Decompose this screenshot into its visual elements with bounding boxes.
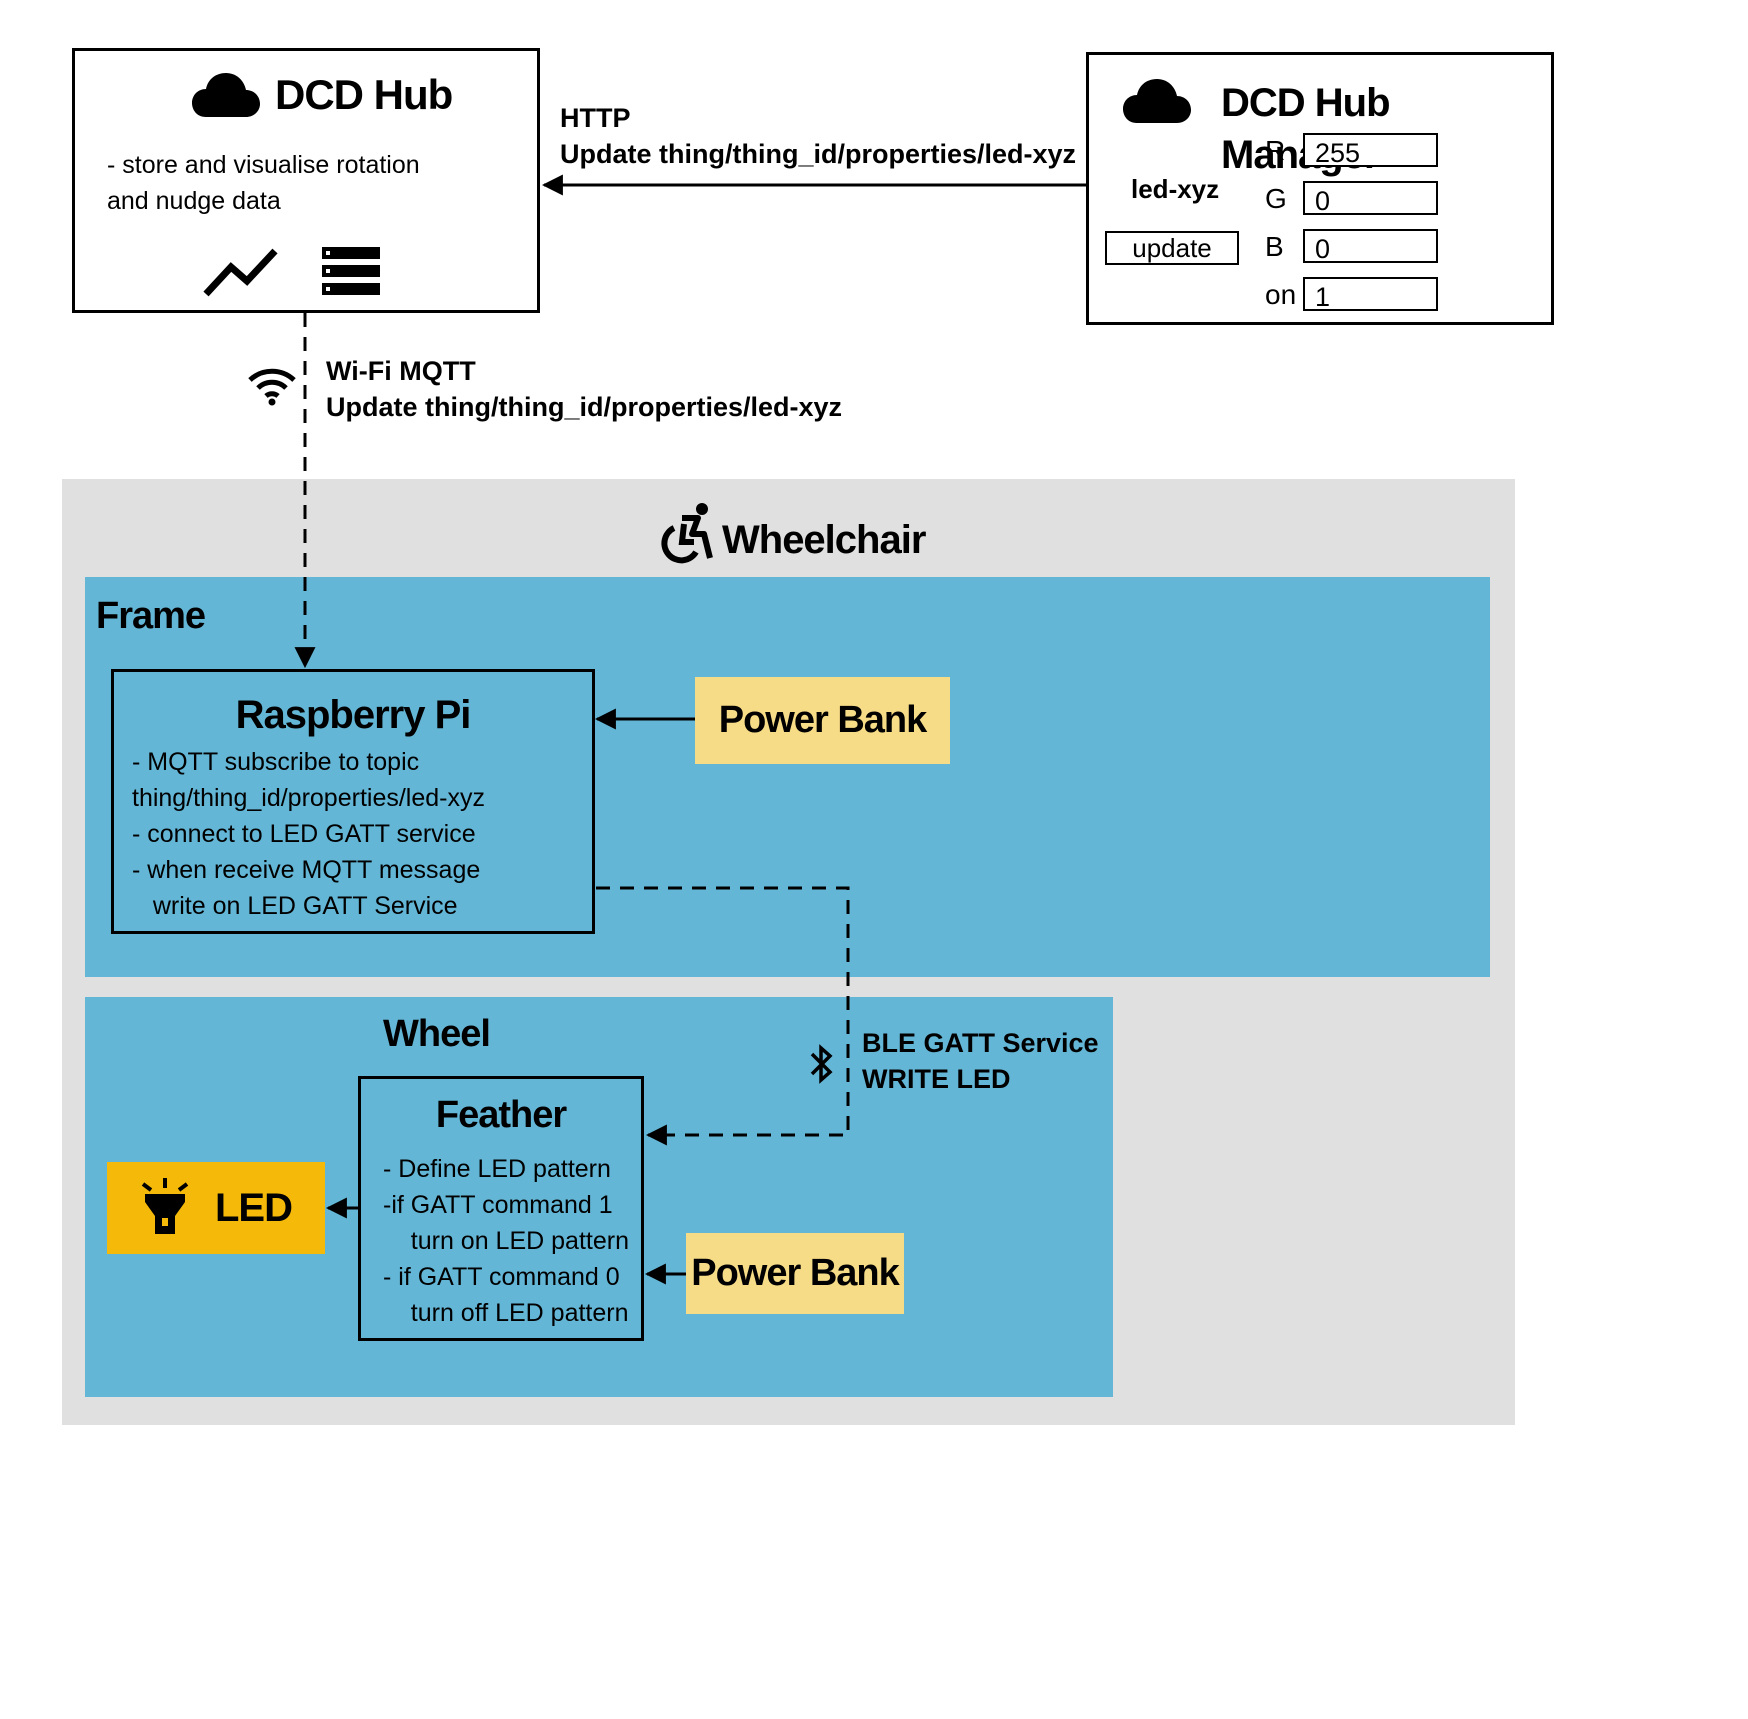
field-input-b[interactable]: 0 [1303,229,1438,264]
feather-line-4: - if GATT command 0 [383,1263,620,1291]
wheel-power-bank-label: Power Bank [691,1252,900,1294]
feather-line-3: turn on LED pattern [383,1227,629,1255]
field-label-on: on [1265,279,1297,310]
raspberry-line-2: thing/thing_id/properties/led-xyz [132,784,485,812]
wheel-power-bank: Power Bank [686,1233,904,1314]
dcd-hub-box: DCD Hub - store and visualise rotation a… [72,48,540,313]
raspberry-line-5: write on LED GATT Service [132,892,458,920]
http-topic-label: Update thing/thing_id/properties/led-xyz [560,139,1077,169]
field-input-r[interactable]: 255 [1303,133,1438,168]
flashlight-icon [139,1176,191,1241]
led-box: LED [107,1162,325,1254]
wheelchair-title: Wheelchair [722,518,926,562]
wifi-icon [246,366,298,411]
feather-line-2: -if GATT command 1 [383,1191,613,1219]
frame-title: Frame [96,595,206,637]
frame-power-bank: Power Bank [695,677,950,764]
property-name: led-xyz [1131,174,1220,204]
field-label-g: G [1265,183,1287,214]
hub-manager-box: DCD Hub Manager led-xyz update R 255 G 0… [1086,52,1554,325]
dcd-hub-desc-2: and nudge data [107,187,281,215]
feather-line-5: turn off LED pattern [383,1299,629,1327]
led-label: LED [215,1186,293,1230]
feather-line-1: - Define LED pattern [383,1155,611,1183]
raspberry-pi-box: Raspberry Pi - MQTT subscribe to topic t… [111,669,595,934]
hub-manager-title: DCD Hub Manager [1221,81,1391,177]
update-button[interactable]: update [1105,231,1239,265]
frame-power-bank-label: Power Bank [718,699,928,741]
frame-panel [85,577,1490,977]
line-chart-icon [203,245,279,302]
mqtt-label: Wi-Fi MQTT [326,356,476,386]
bluetooth-icon [808,1044,836,1089]
cloud-icon [190,69,262,126]
ble-arrow [596,886,850,1146]
raspberry-pi-title: Raspberry Pi [235,693,472,737]
server-icon [322,247,380,300]
field-input-g[interactable]: 0 [1303,181,1438,216]
raspberry-line-4: - when receive MQTT message [132,856,481,884]
raspberry-line-1: - MQTT subscribe to topic [132,748,420,776]
wheelchair-icon [660,502,714,569]
http-label: HTTP [560,103,631,133]
field-label-b: B [1265,231,1284,262]
feather-box: Feather - Define LED pattern -if GATT co… [358,1076,644,1341]
dcd-hub-title: DCD Hub [275,71,453,118]
wheel-title: Wheel [383,1013,491,1055]
ble-command-label: WRITE LED [862,1064,1011,1094]
field-input-on[interactable]: 1 [1303,277,1438,312]
feather-title: Feather [435,1094,567,1136]
raspberry-line-3: - connect to LED GATT service [132,820,476,848]
field-label-r: R [1265,135,1286,166]
dcd-hub-desc-1: - store and visualise rotation [107,151,420,179]
cloud-icon [1121,75,1193,132]
mqtt-topic-label: Update thing/thing_id/properties/led-xyz [326,392,843,422]
ble-label: BLE GATT Service [862,1028,1099,1058]
